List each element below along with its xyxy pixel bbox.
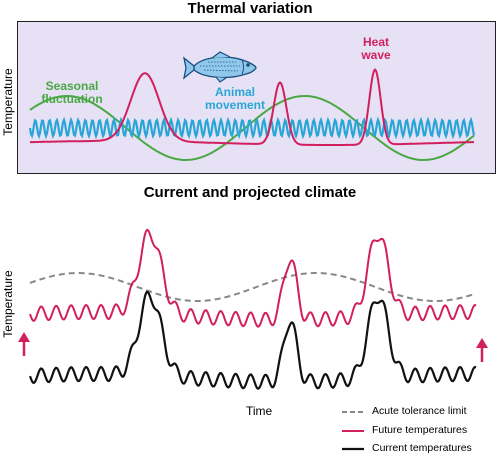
legend-item-current: Current temperatures (372, 442, 472, 454)
animal-movement-curve (28, 116, 476, 140)
seasonal-fluctuation-curve (29, 95, 475, 161)
legend-label: Current temperatures (372, 442, 472, 454)
fish-icon (183, 51, 257, 83)
heat-wave-label: Heat wave (361, 35, 391, 62)
thermal-variation-panel (17, 21, 496, 174)
future-temperatures-curve (29, 228, 477, 328)
up-arrow-icon (18, 332, 30, 356)
seasonal-fluctuation-label: Seasonal fluctuation (41, 79, 103, 106)
bottom-panel-title: Current and projected climate (143, 184, 357, 201)
legend-label: Acute tolerance limit (372, 405, 467, 417)
legend-item-tolerance: Acute tolerance limit (372, 405, 467, 417)
bottom-y-axis-label: Temperature (1, 270, 15, 338)
heat-wave-curve (29, 68, 474, 146)
acute-tolerance-limit-curve (29, 272, 475, 302)
up-arrow-icon (476, 338, 488, 362)
top-panel-title: Thermal variation (187, 0, 313, 17)
legend-item-future: Future temperatures (372, 424, 467, 436)
x-axis-label: Time (246, 404, 273, 418)
current-temperatures-curve (28, 290, 477, 390)
legend-label: Future temperatures (372, 424, 468, 436)
animal-movement-label: Animal movement (204, 85, 266, 112)
